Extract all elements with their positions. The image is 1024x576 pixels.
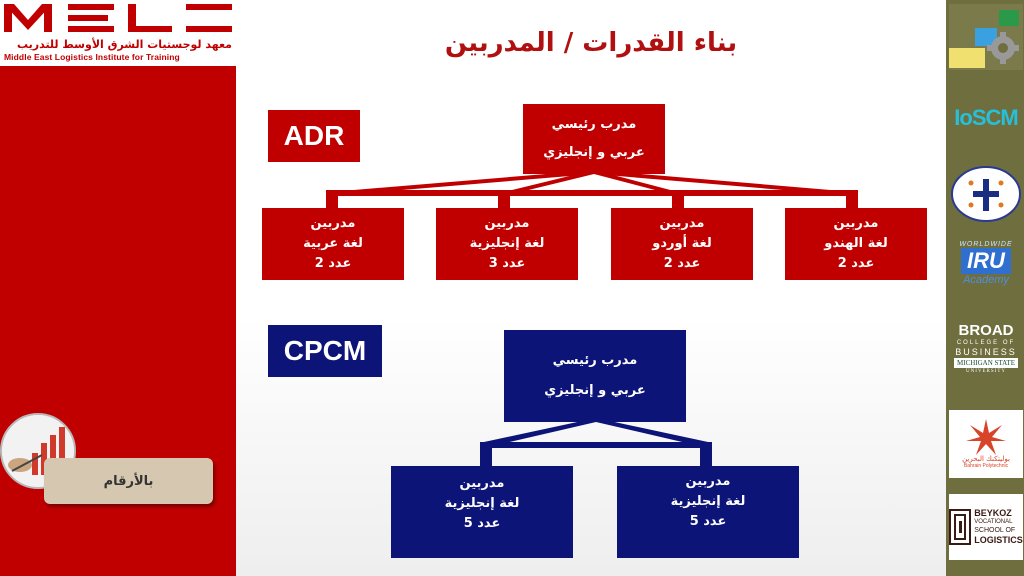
adr-child-line3: عدد 2 bbox=[663, 256, 701, 271]
cpcm-badge: CPCM bbox=[268, 325, 382, 377]
adr-badge: ADR bbox=[268, 110, 360, 162]
partner-logo-beykoz[interactable]: BEYKOZ VOCATIONAL SCHOOL OF LOGISTICS bbox=[949, 494, 1023, 560]
adr-connector bbox=[326, 170, 858, 210]
cpcm-child-line3: عدد 5 bbox=[689, 514, 727, 529]
page-title: بناء القدرات / المدربين bbox=[444, 28, 738, 58]
meli-logo-mark bbox=[4, 4, 232, 32]
star-icon bbox=[966, 419, 1006, 455]
partner-logo-ioscm[interactable]: IoSCM bbox=[949, 80, 1023, 156]
broad-line4: MICHIGAN STATE bbox=[954, 358, 1018, 368]
adr-child-line1: مدربين bbox=[659, 216, 705, 231]
adr-head-line2: عربي و إنجليزي bbox=[543, 145, 645, 160]
adr-child-line3: عدد 2 bbox=[837, 256, 875, 271]
iru-logo-text: IRU bbox=[961, 247, 1011, 274]
partner-logo-gear[interactable] bbox=[949, 4, 1023, 70]
adr-child-line2: لغة إنجليزية bbox=[469, 236, 545, 251]
broad-line5: UNIVERSITY bbox=[966, 369, 1006, 374]
cpcm-child-line1: مدربين bbox=[685, 474, 731, 489]
adr-child-node: مدربين لغة إنجليزية عدد 3 bbox=[436, 208, 578, 280]
beykoz-line4: LOGISTICS bbox=[974, 535, 1023, 545]
chart-thumbnail-image bbox=[0, 413, 76, 489]
cpcm-child-node: مدربين لغة إنجليزية عدد 5 bbox=[617, 466, 799, 558]
partner-logo-bahrain[interactable]: بوليتكنك البحرين Bahrain Polytechnic bbox=[949, 410, 1023, 478]
adr-child-line3: عدد 3 bbox=[488, 256, 526, 271]
target-icon bbox=[951, 166, 1021, 222]
adr-head-node: مدرب رئيسي عربي و إنجليزي bbox=[523, 104, 665, 174]
beykoz-emblem-icon bbox=[949, 509, 972, 545]
ioscm-logo-text: IoSCM bbox=[954, 105, 1018, 130]
partner-logo-target[interactable] bbox=[949, 164, 1023, 224]
meli-logo: معهد لوجستيات الشرق الأوسط للتدريب Middl… bbox=[0, 0, 236, 66]
iru-top-text: WORLDWIDE bbox=[959, 240, 1013, 248]
broad-title: BROAD bbox=[958, 322, 1014, 339]
cpcm-connector bbox=[480, 418, 712, 468]
adr-child-line1: مدربين bbox=[310, 216, 356, 231]
partner-logo-broad[interactable]: BROAD COLLEGE OF BUSINESS MICHIGAN STATE… bbox=[949, 318, 1023, 380]
beykoz-line3: SCHOOL OF bbox=[974, 527, 1016, 534]
beykoz-line1: BEYKOZ bbox=[974, 508, 1012, 518]
logo-arabic-text: معهد لوجستيات الشرق الأوسط للتدريب bbox=[16, 38, 232, 51]
cpcm-child-line2: لغة إنجليزية bbox=[670, 494, 746, 509]
adr-head-line1: مدرب رئيسي bbox=[551, 117, 637, 132]
cpcm-child-line1: مدربين bbox=[459, 476, 505, 491]
cpcm-child-line2: لغة إنجليزية bbox=[444, 496, 520, 511]
cpcm-head-node: مدرب رئيسي عربي و إنجليزي bbox=[504, 330, 686, 422]
adr-child-line1: مدربين bbox=[484, 216, 530, 231]
adr-child-line2: لغة عربية bbox=[303, 236, 363, 251]
adr-child-node: مدربين لغة الهندو عدد 2 bbox=[785, 208, 927, 280]
bahrain-en-text: Bahrain Polytechnic bbox=[963, 463, 1009, 469]
partner-logo-iru[interactable]: WORLDWIDE IRU Academy bbox=[949, 232, 1023, 294]
adr-child-line1: مدربين bbox=[833, 216, 879, 231]
iru-bottom-text: Academy bbox=[963, 273, 1009, 286]
numbers-button[interactable]: بالأرقام bbox=[44, 458, 213, 504]
adr-child-line2: لغة الهندو bbox=[824, 236, 888, 251]
logo-english-text: Middle East Logistics Institute for Trai… bbox=[4, 52, 180, 62]
cpcm-child-node: مدربين لغة إنجليزية عدد 5 bbox=[391, 466, 573, 558]
bahrain-ar-text: بوليتكنك البحرين bbox=[962, 455, 1010, 463]
main-content bbox=[236, 0, 946, 576]
adr-child-node: مدربين لغة أوردو عدد 2 bbox=[611, 208, 753, 280]
beykoz-text-block: BEYKOZ VOCATIONAL SCHOOL OF LOGISTICS bbox=[974, 508, 1023, 546]
adr-child-line3: عدد 2 bbox=[314, 256, 352, 271]
adr-child-line2: لغة أوردو bbox=[652, 236, 712, 251]
gear-icon bbox=[949, 10, 1019, 68]
cpcm-head-line1: مدرب رئيسي bbox=[552, 353, 638, 368]
cpcm-head-line2: عربي و إنجليزي bbox=[544, 383, 646, 398]
adr-child-node: مدربين لغة عربية عدد 2 bbox=[262, 208, 404, 280]
beykoz-line2: VOCATIONAL bbox=[974, 519, 1013, 525]
broad-line3: BUSINESS bbox=[955, 347, 1017, 357]
cpcm-child-line3: عدد 5 bbox=[463, 516, 501, 531]
broad-line2: COLLEGE OF bbox=[956, 340, 1016, 346]
